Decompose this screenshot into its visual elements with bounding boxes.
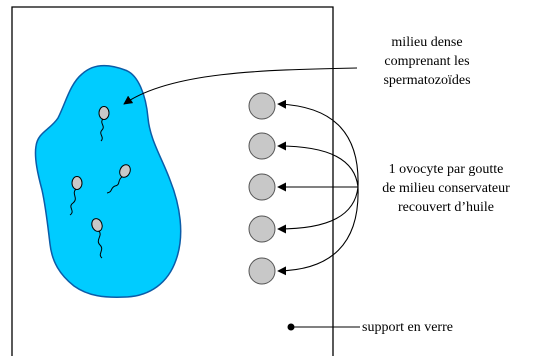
oocyte-label-line-1: 1 ovocyte par goutte xyxy=(388,162,504,177)
arrow-to-oocyte-1 xyxy=(277,99,359,188)
oocyte-drop xyxy=(248,132,276,160)
arrows xyxy=(123,67,360,328)
support-marker xyxy=(287,323,295,331)
medium-drop xyxy=(34,64,182,298)
oocyte-drop xyxy=(248,215,276,243)
arrow-to-medium xyxy=(123,67,358,105)
spermatozoon xyxy=(106,164,131,194)
oocyte-label-line-2: de milieu conservateur xyxy=(382,181,510,196)
oocyte-label: 1 ovocyte par goutte de milieu conservat… xyxy=(362,160,530,217)
arrow-to-oocyte-4 xyxy=(277,186,359,234)
glass-slide xyxy=(11,6,334,356)
arrow-to-oocyte-2 xyxy=(277,141,359,188)
oocyte-label-line-3: recouvert d’huile xyxy=(397,200,494,215)
medium-label: milieu dense comprenant les spermatozoïd… xyxy=(352,33,502,90)
spermatozoa xyxy=(69,106,131,259)
medium-label-line-3: spermatozoïdes xyxy=(383,73,471,88)
arrow-to-oocyte-5 xyxy=(277,186,359,276)
oocyte-droplets xyxy=(248,92,276,285)
oocyte-drop xyxy=(248,257,276,285)
oocyte-drop xyxy=(248,173,276,201)
spermatozoon xyxy=(91,218,103,259)
spermatozoon xyxy=(69,176,83,216)
medium-label-line-2: comprenant les xyxy=(384,54,470,69)
spermatozoon xyxy=(98,106,110,142)
oocyte-drop xyxy=(248,92,276,120)
support-label: support en verre xyxy=(362,320,453,335)
medium-label-line-1: milieu dense xyxy=(391,35,463,50)
